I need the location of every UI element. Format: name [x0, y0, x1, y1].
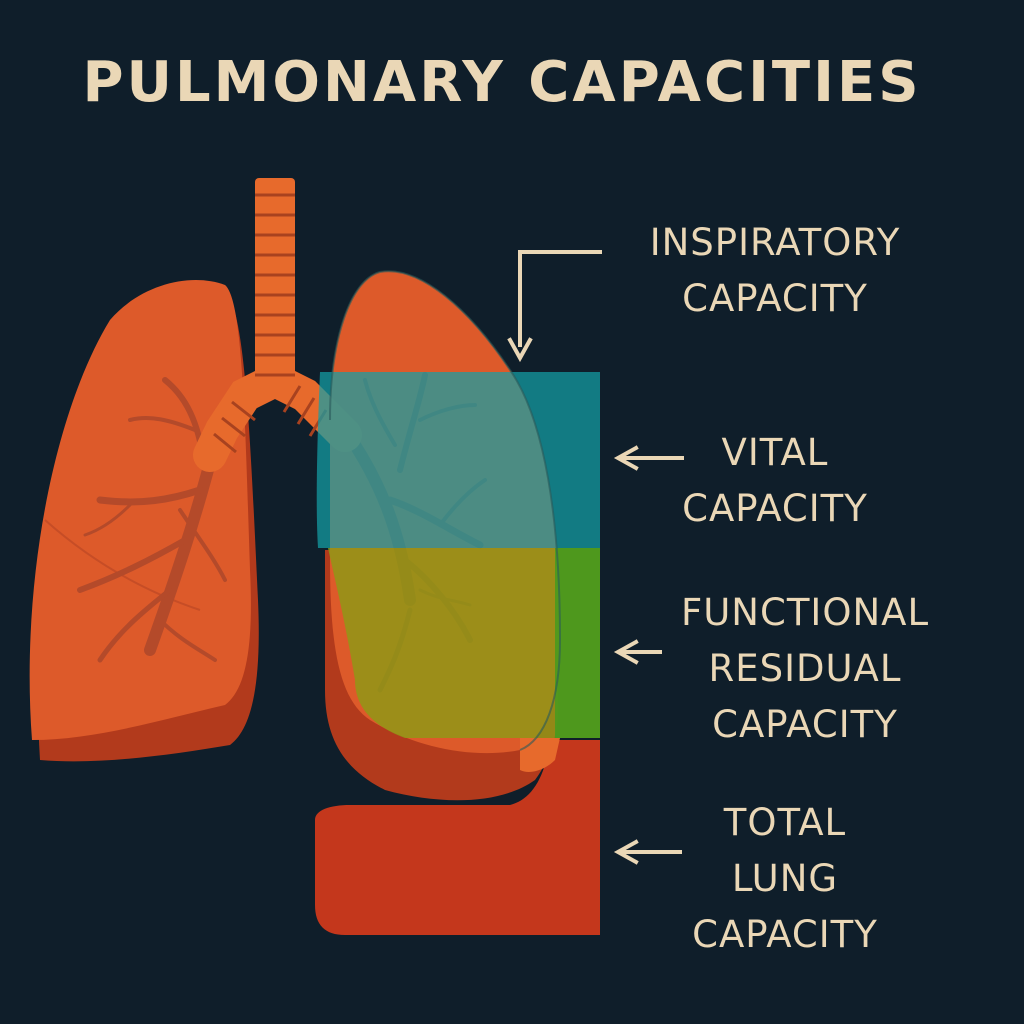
left-lung: [29, 280, 259, 762]
vital-band: [328, 548, 600, 738]
left-lung-body: [29, 280, 251, 740]
arrow-icon-inspiratory: [507, 250, 602, 363]
label-line: VITAL: [721, 431, 829, 474]
arrows: [507, 250, 684, 865]
lower-red-block: [315, 740, 600, 935]
label-line: CAPACITY: [682, 277, 868, 320]
label-line: FUNCTIONAL: [680, 591, 930, 634]
label-line: LUNG: [731, 857, 839, 900]
label-line: CAPACITY: [692, 913, 878, 956]
arrow-icon-total: [613, 839, 682, 865]
lung-outline-overlay: [329, 270, 562, 751]
label-vital-capacity: VITAL CAPACITY: [640, 425, 910, 537]
capacity-bands: [316, 270, 600, 772]
arrow-icon-vital: [613, 445, 684, 471]
label-line: TOTAL: [723, 801, 847, 844]
label-functional-residual-capacity: FUNCTIONAL RESIDUAL CAPACITY: [645, 585, 965, 753]
inspiratory-band: [316, 372, 600, 548]
page-title: PULMONARY CAPACITIES: [82, 50, 922, 115]
residual-lower-orange: [520, 738, 560, 772]
label-line: RESIDUAL: [708, 647, 902, 690]
label-inspiratory-capacity: INSPIRATORY CAPACITY: [610, 215, 940, 327]
label-line: CAPACITY: [712, 703, 898, 746]
vital-band-right: [555, 548, 600, 738]
label-line: CAPACITY: [682, 487, 868, 530]
label-line: INSPIRATORY: [649, 221, 901, 264]
arrow-icon-residual: [613, 639, 662, 665]
label-total-lung-capacity: TOTAL LUNG CAPACITY: [650, 795, 920, 963]
